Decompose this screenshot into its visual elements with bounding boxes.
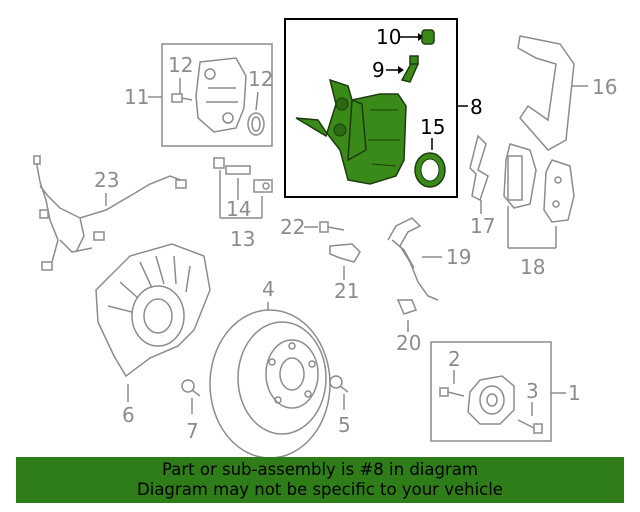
seal-ring-12-part[interactable] [247, 112, 265, 136]
callout-19[interactable]: 19 [446, 245, 471, 269]
callout-14[interactable]: 14 [226, 197, 251, 221]
callout-9[interactable]: 9 [372, 58, 385, 82]
callout-2[interactable]: 2 [448, 347, 461, 371]
pad-clip-17-part[interactable] [469, 134, 489, 202]
banner-line-1: Part or sub-assembly is #8 in diagram [162, 460, 478, 479]
brake-pad-18b-part[interactable] [543, 159, 575, 223]
screw-7-part[interactable] [181, 379, 201, 397]
callout-23[interactable]: 23 [94, 168, 119, 192]
bleeder-cap-10-part[interactable] [421, 29, 435, 45]
callout-22[interactable]: 22 [280, 215, 305, 239]
callout-6[interactable]: 6 [122, 403, 135, 427]
callout-4[interactable]: 4 [262, 277, 275, 301]
callout-12b[interactable]: 12 [248, 67, 273, 91]
hose-clip-20-part[interactable] [396, 299, 417, 315]
callout-15[interactable]: 15 [420, 115, 445, 139]
bolt-2-part[interactable] [439, 387, 465, 397]
group-box-1 [430, 341, 552, 442]
caliper-bracket-16-part[interactable] [517, 35, 575, 151]
dust-shield-6-part[interactable] [95, 243, 211, 378]
info-banner: Part or sub-assembly is #8 in diagram Di… [16, 457, 624, 503]
callout-17[interactable]: 17 [470, 214, 495, 238]
screw-5-part[interactable] [329, 375, 349, 393]
caliper-housing-11-part[interactable] [195, 57, 247, 133]
guide-pin-14-part[interactable] [213, 157, 251, 175]
callout-7[interactable]: 7 [186, 419, 199, 443]
callout-12a[interactable]: 12 [168, 53, 193, 77]
hose-bracket-21-part[interactable] [329, 243, 361, 263]
bleeder-screw-9-part[interactable] [400, 55, 420, 83]
bolt-12-part[interactable] [171, 93, 193, 103]
guide-pin-bushing-part[interactable] [253, 179, 273, 193]
bolt-22-part[interactable] [319, 221, 345, 233]
callout-5[interactable]: 5 [338, 413, 351, 437]
group-box-11 [161, 43, 273, 147]
callout-1[interactable]: 1 [568, 381, 581, 405]
callout-16[interactable]: 16 [592, 75, 617, 99]
callout-21[interactable]: 21 [334, 279, 359, 303]
piston-seal-15-part[interactable] [414, 152, 446, 188]
brake-caliper-8-part[interactable] [295, 78, 407, 185]
brake-hose-19-part[interactable] [387, 217, 439, 301]
group-box-8 [284, 18, 458, 198]
callout-3[interactable]: 3 [526, 379, 539, 403]
callout-20[interactable]: 20 [396, 331, 421, 355]
banner-line-2: Diagram may not be specific to your vehi… [137, 480, 503, 499]
callout-11[interactable]: 11 [124, 85, 149, 109]
callout-10[interactable]: 10 [376, 25, 401, 49]
brake-rotor-4-part[interactable] [209, 309, 331, 459]
brake-pad-18a-part[interactable] [503, 143, 537, 209]
bolt-3-part[interactable] [517, 419, 543, 434]
callout-18[interactable]: 18 [520, 255, 545, 279]
callout-13[interactable]: 13 [230, 227, 255, 251]
callout-8[interactable]: 8 [470, 95, 483, 119]
wheel-hub-1-part[interactable] [467, 375, 515, 425]
